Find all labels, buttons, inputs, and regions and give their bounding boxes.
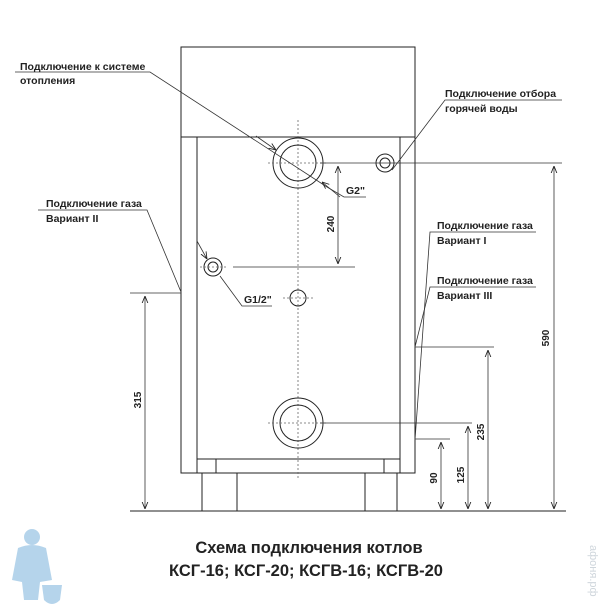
label-gas3-2: Вариант III [437,290,492,302]
heating-outlet-pipe [268,137,328,189]
dim-240: 240 [326,215,337,232]
heating-return-pipe [268,397,328,449]
left-leg [201,472,238,512]
label-hot-water-2: горячей воды [445,103,518,115]
label-g2: G2" [346,185,365,197]
dim-315: 315 [133,391,144,408]
plumber-mascot-logo [12,529,62,604]
top-casing [180,46,416,138]
label-hot-water-1: Подключение отбора [445,88,556,100]
label-gas2-1: Подключение газа [46,198,142,210]
dim-590: 590 [541,329,552,346]
dim-125: 125 [456,466,467,483]
label-heating-1: Подключение к системе [20,61,146,73]
gas-pipe-small [200,257,228,277]
dim-90: 90 [429,472,440,484]
dim-235: 235 [476,423,487,440]
diagram-title-2: КСГ-16; КСГ-20; КСГВ-16; КСГВ-20 [169,562,443,580]
dimension-lines [130,162,562,509]
watermark: афоня.рф [587,545,599,597]
label-gas1-1: Подключение газа [437,220,533,232]
label-gas3-1: Подключение газа [437,275,533,287]
label-gas2-2: Вариант II [46,213,98,225]
label-g1-2: G1/2" [244,294,272,306]
diagram-title-1: Схема подключения котлов [195,539,422,557]
label-gas1-2: Вариант I [437,235,487,247]
label-heating-2: отопления [20,75,75,87]
boiler-body [130,46,566,512]
drain-plug [283,289,313,307]
right-leg [364,472,398,512]
leader-lines [15,71,562,441]
